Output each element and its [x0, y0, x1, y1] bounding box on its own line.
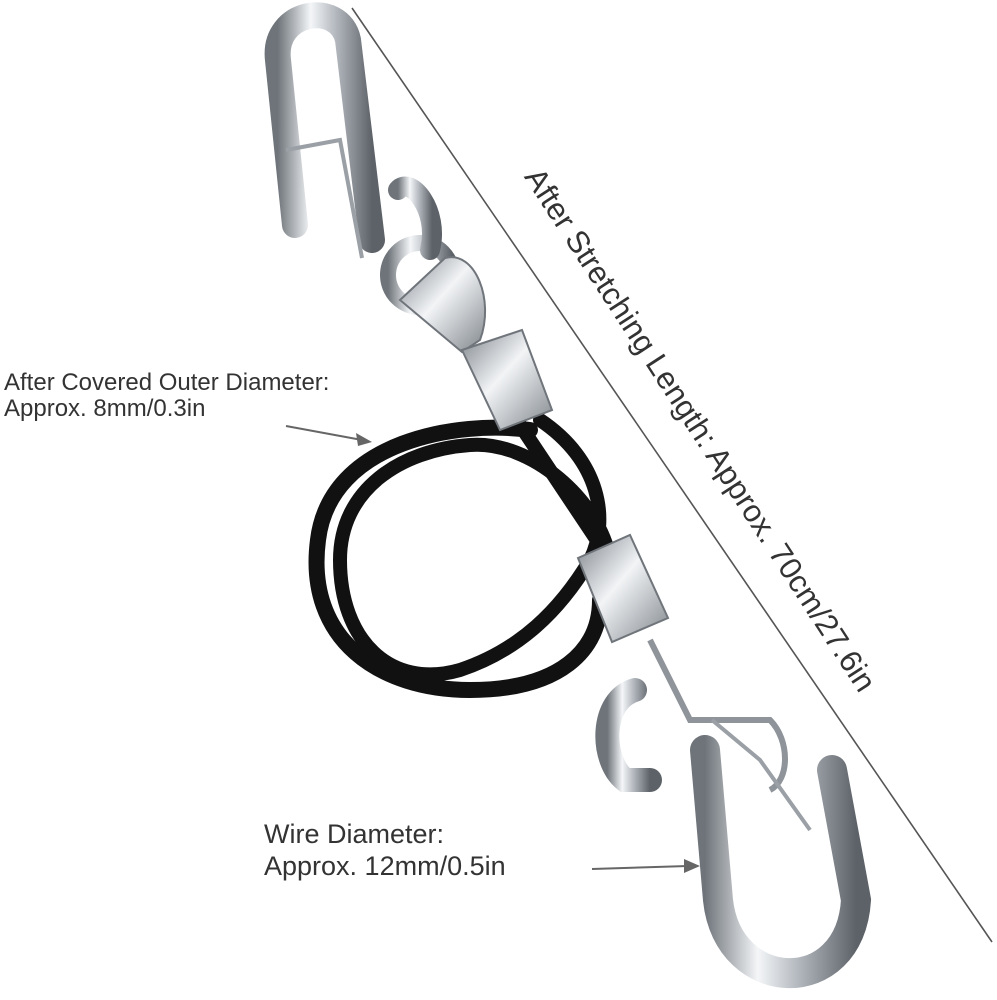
- lower-hook: [595, 638, 872, 989]
- lower-crimp-sleeve: [576, 533, 670, 644]
- upper-crimp-sleeve: [460, 328, 554, 432]
- wire-diameter-value: Approx. 12mm/0.5in: [264, 851, 506, 882]
- outer-diameter-value: Approx. 8mm/0.3in: [4, 395, 206, 423]
- wire-diameter-title: Wire Diameter:: [264, 819, 445, 849]
- wire-diameter-label: Wire Diameter: Approx. 12mm/0.5in: [264, 818, 506, 883]
- outer-diameter-label: After Covered Outer Diameter: Approx. 8m…: [4, 369, 330, 423]
- wire-diameter-arrow: [591, 859, 700, 873]
- dimension-line: [351, 7, 993, 943]
- outer-diameter-title: After Covered Outer Diameter:: [4, 369, 330, 396]
- outer-diameter-arrow: [285, 425, 372, 446]
- coiled-cable: [308, 413, 617, 699]
- upper-hook: [264, 2, 487, 354]
